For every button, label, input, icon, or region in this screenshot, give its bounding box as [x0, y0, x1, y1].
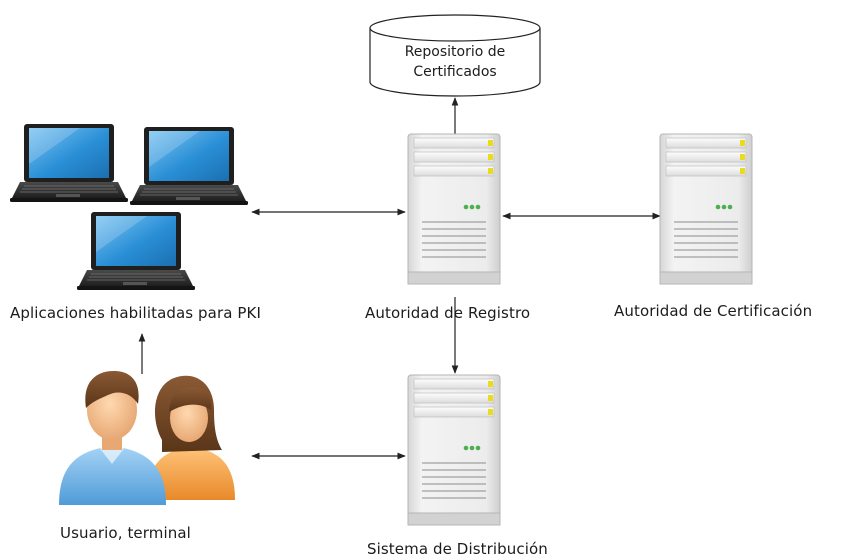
female-user-icon [147, 375, 235, 500]
ds-server-icon [407, 374, 501, 526]
repository-label-line2: Certificados [413, 64, 497, 80]
ca-server-icon [659, 133, 753, 285]
repository-label-line1: Repositorio de [404, 44, 506, 60]
database-cylinder-icon [369, 14, 541, 97]
apps-label: Aplicaciones habilitadas para PKI [10, 304, 262, 322]
male-user-icon [59, 370, 166, 505]
laptop-icon [9, 123, 129, 203]
users-label: Usuario, terminal [60, 524, 191, 542]
connectors [138, 97, 661, 460]
ra-server-icon [407, 133, 501, 285]
laptop-icon [129, 126, 249, 206]
ds-label: Sistema de Distribución [367, 540, 548, 558]
ra-label: Autoridad de Registro [365, 304, 531, 322]
repository-label: Repositorio de Certificados [370, 42, 540, 82]
ca-label: Autoridad de Certificación [614, 302, 813, 320]
users-group-icon [59, 370, 235, 505]
laptop-icon [76, 211, 196, 291]
